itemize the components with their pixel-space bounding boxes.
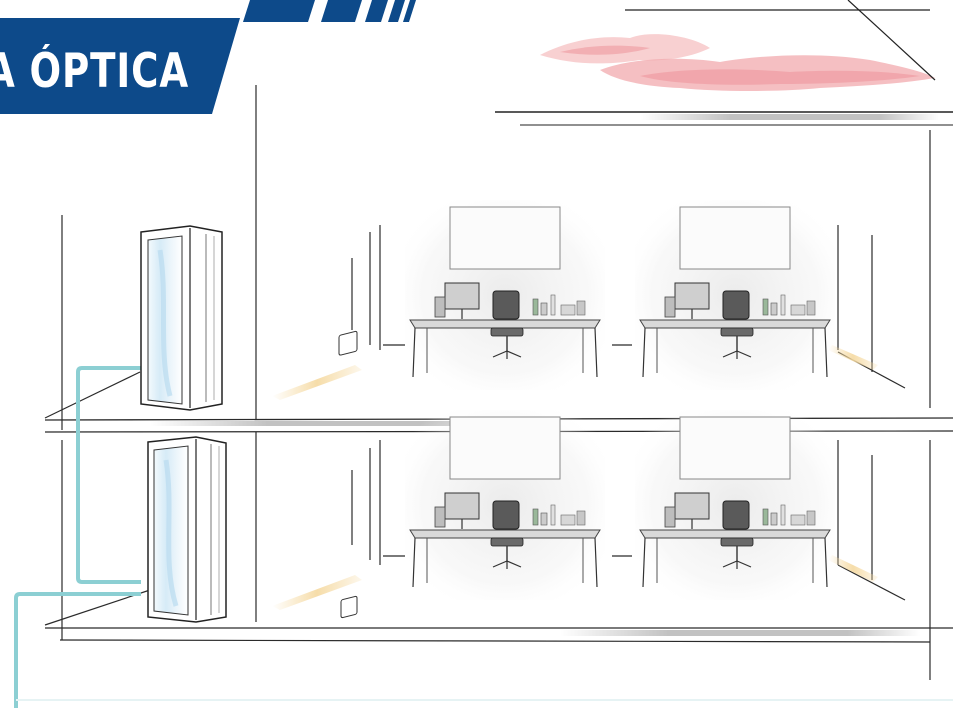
outlet-glow-right-upper [828, 345, 878, 370]
network-outlet-lower [272, 575, 362, 618]
outlet-glow-right-lower [828, 555, 878, 582]
office-room [635, 410, 835, 600]
banner-stripes [243, 0, 416, 22]
title-banner-area: A ÓPTICA [0, 18, 240, 113]
server-rack-lower [148, 437, 226, 622]
server-rack-upper [141, 226, 222, 410]
office-rooms [405, 200, 835, 600]
office-room [635, 200, 835, 390]
office-room [405, 200, 605, 390]
banner-title: A ÓPTICA [0, 48, 189, 95]
network-outlet-upper [272, 331, 362, 400]
office-room [405, 410, 605, 600]
roof-slab [495, 112, 953, 125]
cloud-sketch [540, 0, 935, 91]
